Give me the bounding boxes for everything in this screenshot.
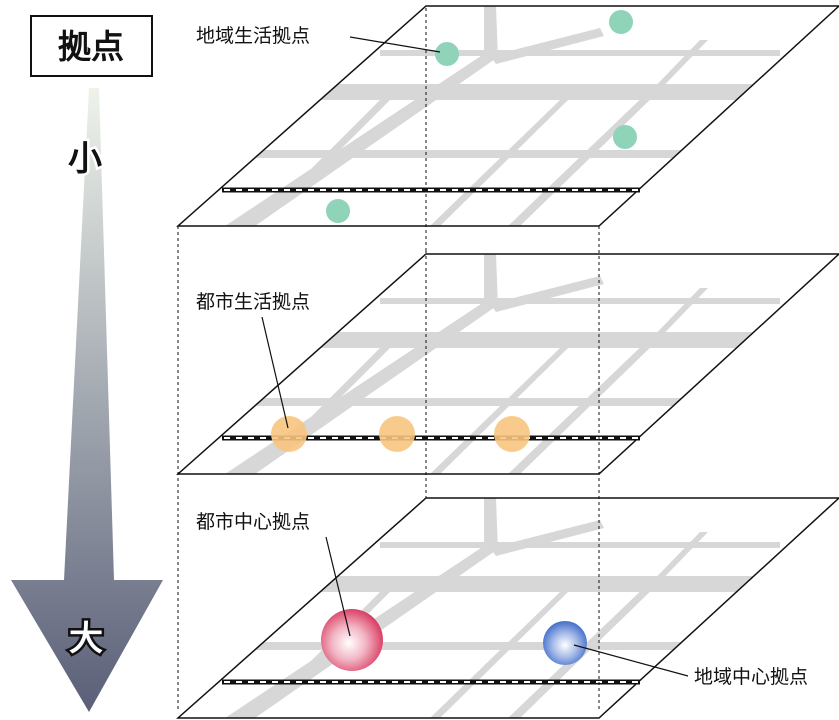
local-living-hub-marker: [326, 199, 350, 223]
title-text: 拠点: [58, 27, 124, 66]
layer-3-leader-2: [573, 644, 689, 677]
regional-center-hub-marker: [543, 621, 587, 665]
layer-stack: [176, 5, 839, 719]
layer-2-plane: [176, 253, 839, 475]
layer-3-label-2: 地域中心拠点: [694, 666, 808, 688]
layer-1-plane: [176, 5, 839, 227]
layer-1-label: 地域生活拠点: [196, 25, 310, 47]
scale-arrow: 小 大: [11, 88, 163, 712]
layer-1-leader: [349, 36, 441, 53]
scale-small-label: 小: [68, 139, 102, 179]
layer-connectors: [177, 8, 600, 710]
title-box: 拠点: [30, 15, 153, 77]
layer-3-label: 都市中心拠点: [196, 511, 310, 533]
urban-center-hub-marker: [321, 609, 383, 671]
urban-living-hub-marker: [379, 416, 415, 452]
layer-2-leader: [261, 316, 289, 429]
map-roads: [225, 254, 800, 474]
scale-large-label: 大: [69, 619, 103, 659]
layer-2-label: 都市生活拠点: [196, 291, 310, 313]
local-living-hub-marker: [613, 125, 637, 149]
urban-living-hub-marker: [271, 416, 307, 452]
local-living-hub-marker: [435, 42, 459, 66]
scale-arrow-icon: [11, 88, 163, 712]
urban-living-hub-marker: [494, 416, 530, 452]
layer-labels: 地域生活拠点 都市生活拠点 都市中心拠点 地域中心拠点: [196, 25, 808, 688]
local-living-hub-marker: [609, 10, 633, 34]
layer-3-leader: [325, 536, 351, 637]
